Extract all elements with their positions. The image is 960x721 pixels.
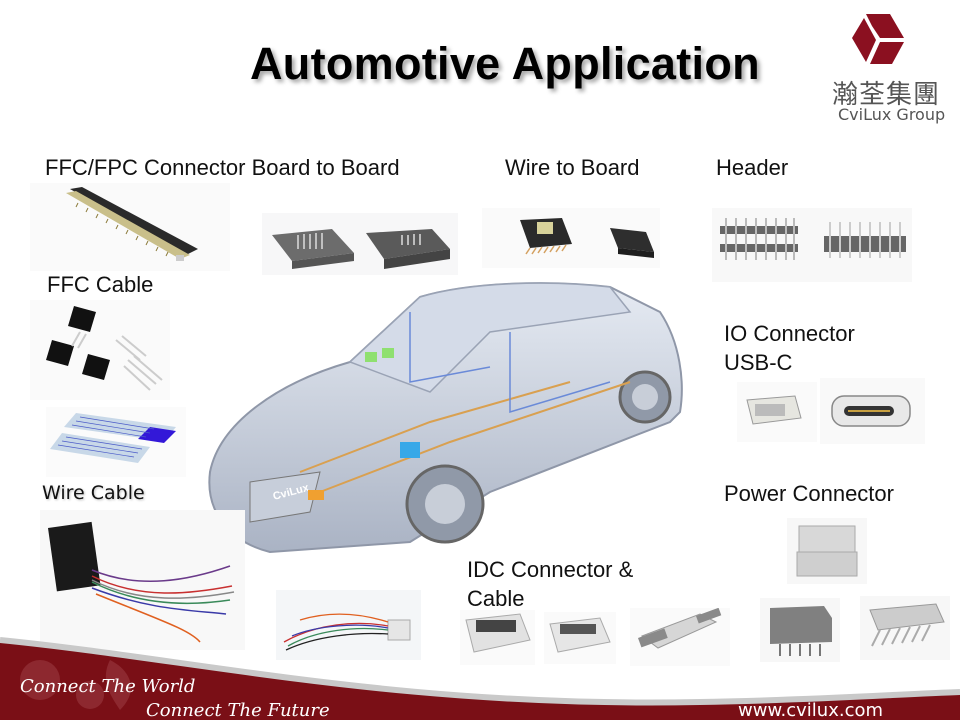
footer-website-link[interactable]: www.cvilux.com [738,700,884,721]
logo-english-name: CviLux Group [838,105,946,124]
car-illustration: CviLux [190,272,690,572]
wire-harness-image-2 [276,590,421,660]
power-connector-image-2 [760,598,840,662]
wire-harness-image-1 [40,510,245,650]
ffc-cable-housings-image [30,300,170,400]
logo-chinese-name: 瀚荃集團 [832,80,941,110]
idc-cable-image [630,607,730,666]
label-idc-cable: Cable [467,586,525,611]
label-header: Header [716,155,789,180]
ffc-fpc-connector-image [30,183,230,271]
footer-band [0,637,960,720]
io-connector-usb-a-image [737,382,817,442]
io-connector-usb-c-image [820,378,925,444]
cube-logo-icon [852,14,904,64]
label-io-connector: IO Connector [724,321,855,346]
idc-connector-image-1 [460,610,535,665]
board-to-board-image [262,213,458,275]
label-wire-cable: Wire Cable [42,482,145,504]
idc-connector-image-2 [544,612,616,664]
footer-tagline-1: Connect The World [20,676,196,697]
label-ffc-fpc-connector: FFC/FPC Connector Board to Board [45,155,400,180]
power-connector-image-1 [787,518,867,584]
company-logo: 瀚荃集團 CviLux Group [828,12,946,127]
label-idc-connector: IDC Connector & [467,557,634,582]
wire-to-board-image [482,208,660,268]
slide-title: Automotive Application [250,38,760,89]
ffc-flat-cable-image [46,407,186,477]
footer-tagline-2: Connect The Future [146,700,330,721]
label-usb-c: USB-C [724,350,793,375]
power-connector-image-3 [860,596,950,660]
label-ffc-cable: FFC Cable [47,272,154,297]
header-image [712,208,912,282]
label-power-connector: Power Connector [724,481,894,506]
label-wire-to-board: Wire to Board [505,155,640,180]
